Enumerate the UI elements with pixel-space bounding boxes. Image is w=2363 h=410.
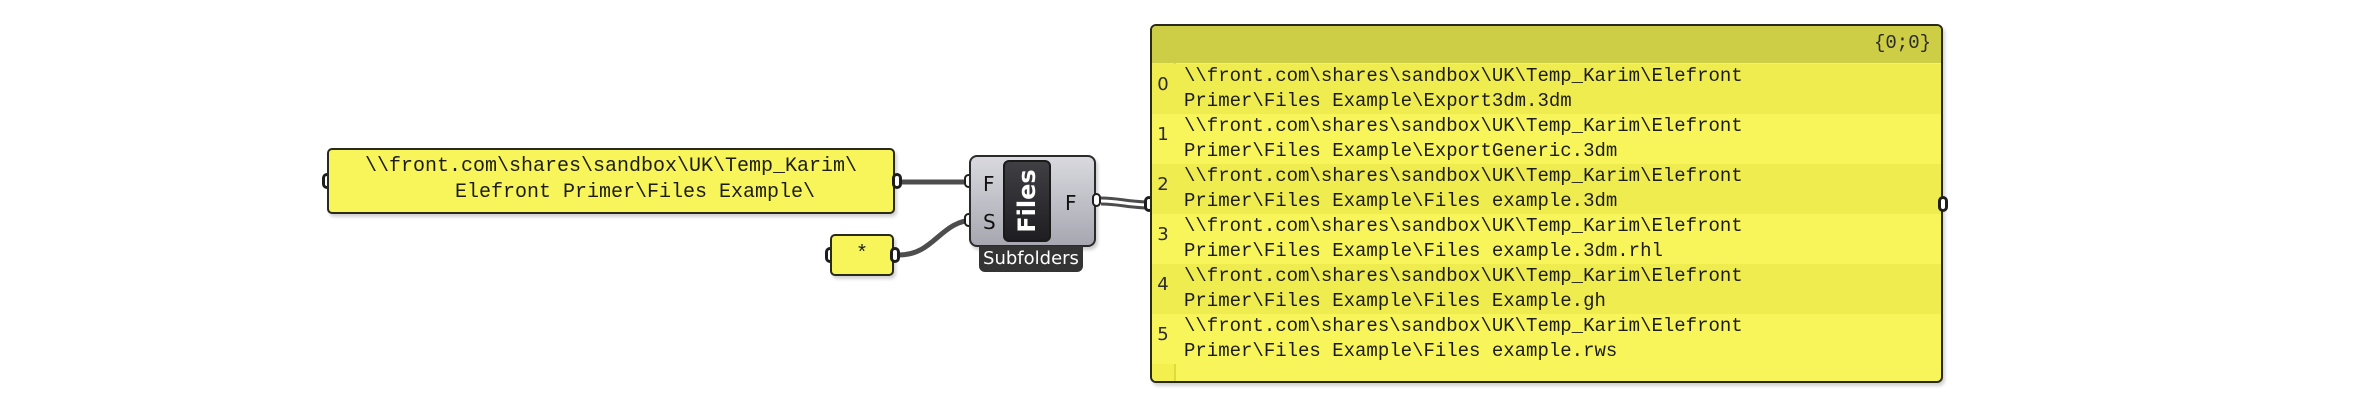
- folder-path-text[interactable]: \\front.com\shares\sandbox\UK\Temp_Karim…: [364, 155, 858, 204]
- wire-output-b: [1100, 202, 1151, 210]
- list-item-value: \\front.com\shares\sandbox\UK\Temp_Karim…: [1184, 115, 1743, 162]
- list-item-value: \\front.com\shares\sandbox\UK\Temp_Karim…: [1184, 165, 1743, 212]
- list-item[interactable]: 4 \\front.com\shares\sandbox\UK\Temp_Kar…: [1152, 264, 1941, 314]
- list-item-value: \\front.com\shares\sandbox\UK\Temp_Karim…: [1184, 215, 1743, 262]
- wildcard-text[interactable]: *: [855, 243, 868, 266]
- list-item-index: 0: [1157, 74, 1169, 95]
- list-item[interactable]: 5 \\front.com\shares\sandbox\UK\Temp_Kar…: [1152, 314, 1941, 364]
- list-item-value: \\front.com\shares\sandbox\UK\Temp_Karim…: [1184, 65, 1743, 112]
- path-panel-output-grip[interactable]: [892, 173, 902, 189]
- files-component[interactable]: F S Files F: [969, 155, 1096, 247]
- list-item-index: 4: [1157, 274, 1169, 295]
- wire-output-a: [1100, 196, 1151, 204]
- list-item-value: \\front.com\shares\sandbox\UK\Temp_Karim…: [1184, 315, 1743, 362]
- list-item-index: 3: [1157, 224, 1169, 245]
- output-files-label: F: [1065, 191, 1077, 215]
- tree-path-label: {0;0}: [1873, 32, 1931, 54]
- list-item-index: 1: [1157, 124, 1169, 145]
- files-output-f-grip[interactable]: [1092, 193, 1101, 207]
- wildcard-panel[interactable]: *: [830, 234, 894, 276]
- input-search-label: S: [983, 210, 996, 234]
- output-panel[interactable]: {0;0} 0 \\front.com\shares\sandbox\UK\Te…: [1150, 24, 1943, 383]
- folder-path-panel[interactable]: \\front.com\shares\sandbox\UK\Temp_Karim…: [327, 148, 895, 214]
- list-item[interactable]: 1 \\front.com\shares\sandbox\UK\Temp_Kar…: [1152, 114, 1941, 164]
- list-item-index: 5: [1157, 324, 1169, 345]
- subfolders-toggle-caption[interactable]: Subfolders: [979, 246, 1083, 272]
- list-item-index: 2: [1157, 174, 1169, 195]
- input-folder-label: F: [983, 172, 995, 196]
- files-component-name: Files: [1013, 169, 1041, 233]
- output-panel-output-grip[interactable]: [1938, 196, 1948, 212]
- list-item[interactable]: 3 \\front.com\shares\sandbox\UK\Temp_Kar…: [1152, 214, 1941, 264]
- wire-search: [898, 217, 976, 258]
- list-item[interactable]: 0 \\front.com\shares\sandbox\UK\Temp_Kar…: [1152, 64, 1941, 114]
- files-component-core: Files: [1003, 160, 1051, 242]
- list-item-value: \\front.com\shares\sandbox\UK\Temp_Karim…: [1184, 265, 1743, 312]
- wildcard-panel-output-grip[interactable]: [890, 247, 900, 263]
- list-item[interactable]: 2 \\front.com\shares\sandbox\UK\Temp_Kar…: [1152, 164, 1941, 214]
- output-panel-header: {0;0}: [1152, 26, 1941, 63]
